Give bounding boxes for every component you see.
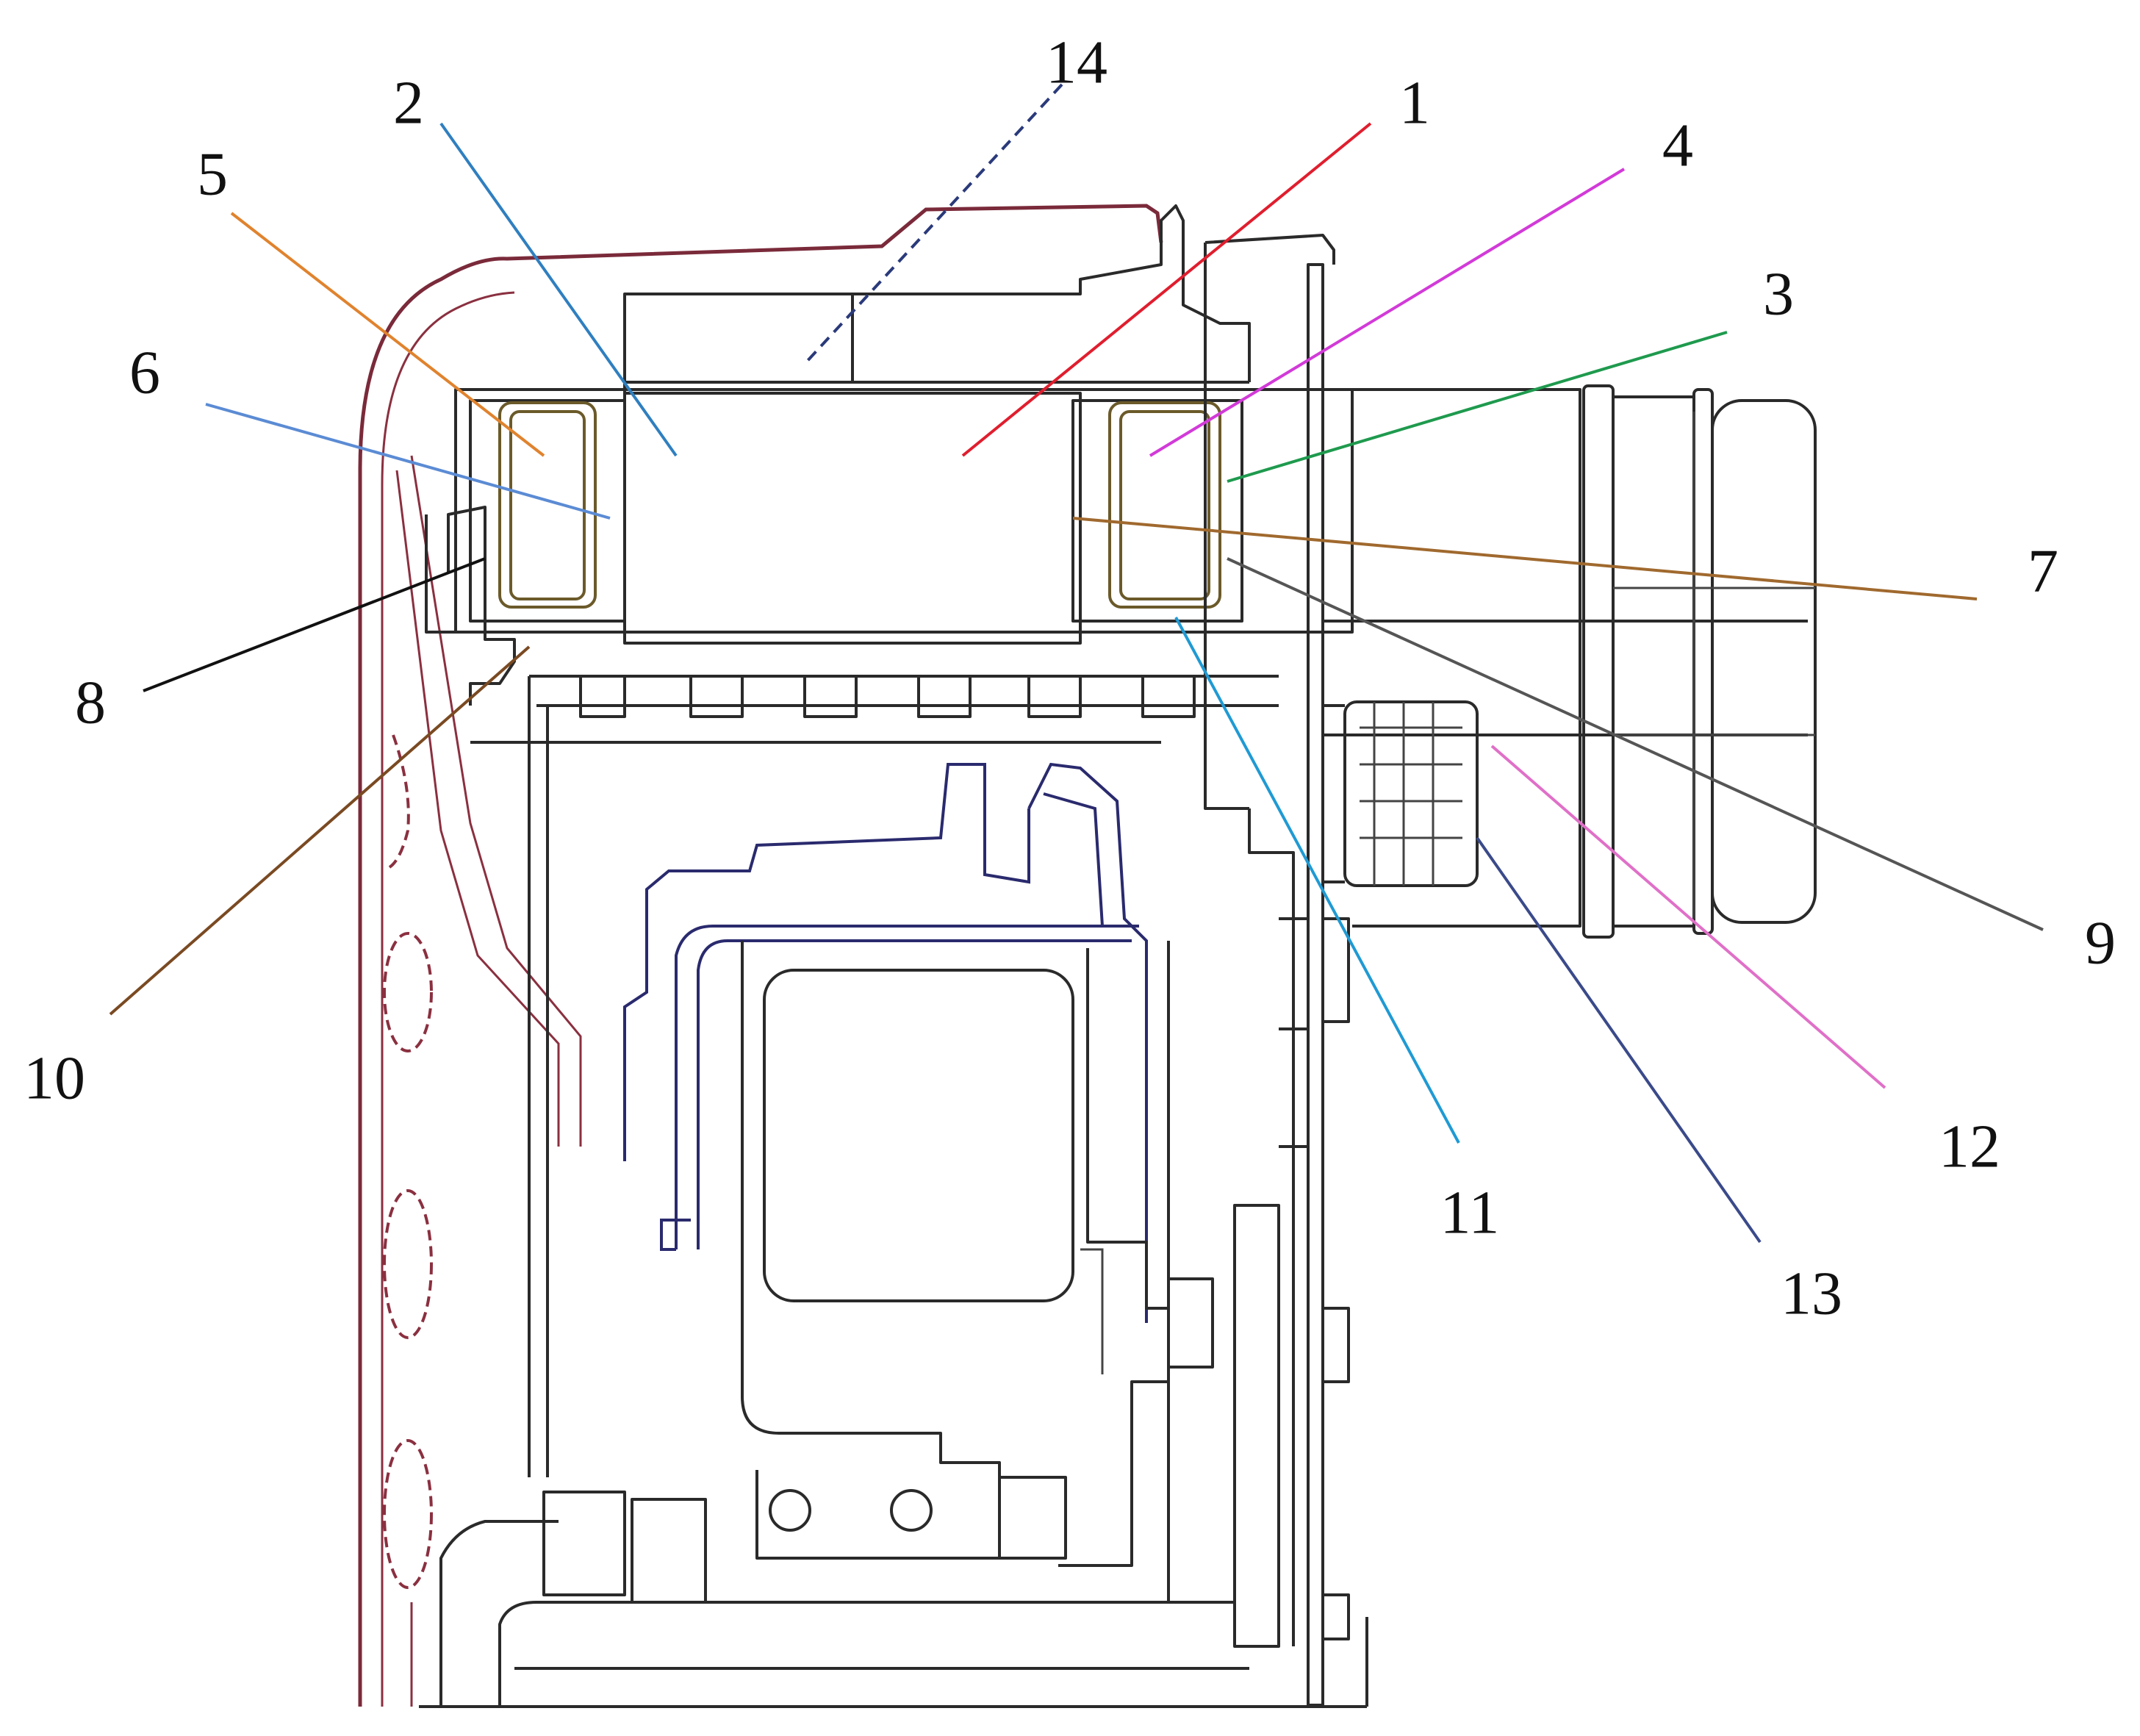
outer-housing: [358, 204, 1163, 1707]
magnet-frame: [741, 941, 1170, 1567]
callout-label-9: 9: [2085, 909, 2116, 978]
leader-line-9: [1227, 557, 2044, 931]
leader-line-3: [1227, 331, 1728, 483]
inner-mechanism: [623, 762, 1148, 1323]
leader-lines: [109, 83, 2044, 1244]
callout-label-6: 6: [129, 339, 160, 407]
leader-line-5: [230, 212, 545, 457]
callout-label-3: 3: [1763, 260, 1794, 329]
callout-label-5: 5: [197, 140, 228, 209]
callout-labels: 1 2 3 4 5 6 7 8 9 10 11 12 13 14: [24, 29, 2116, 1328]
leader-line-12: [1490, 745, 1886, 1089]
bottom-base: [419, 1491, 1368, 1708]
rotor-body: [425, 388, 1354, 645]
callout-label-7: 7: [2028, 537, 2058, 606]
callout-label-14: 14: [1046, 29, 1107, 97]
leader-line-13: [1476, 836, 1762, 1244]
callout-label-1: 1: [1399, 69, 1430, 137]
callout-label-10: 10: [24, 1044, 85, 1113]
callout-label-13: 13: [1781, 1260, 1842, 1328]
leader-line-14: [803, 83, 1063, 365]
leader-line-6: [205, 403, 611, 520]
leader-line-8: [143, 557, 486, 692]
terminal-strip: [470, 675, 1279, 1477]
leader-line-2: [439, 122, 678, 457]
right-plates: [1167, 243, 1350, 1707]
leader-line-1: [961, 122, 1372, 457]
upper-cover: [623, 204, 1335, 393]
callout-label-11: 11: [1440, 1179, 1500, 1247]
callout-label-12: 12: [1939, 1113, 2000, 1181]
leader-line-11: [1174, 617, 1460, 1144]
connector-fitting: [1323, 384, 1817, 939]
leader-line-4: [1149, 168, 1626, 457]
leader-line-7: [1072, 517, 1978, 600]
callout-label-4: 4: [1662, 112, 1693, 180]
coils: [498, 401, 1221, 609]
callout-label-8: 8: [75, 669, 106, 737]
leader-line-10: [109, 645, 531, 1016]
callout-label-2: 2: [393, 69, 424, 137]
